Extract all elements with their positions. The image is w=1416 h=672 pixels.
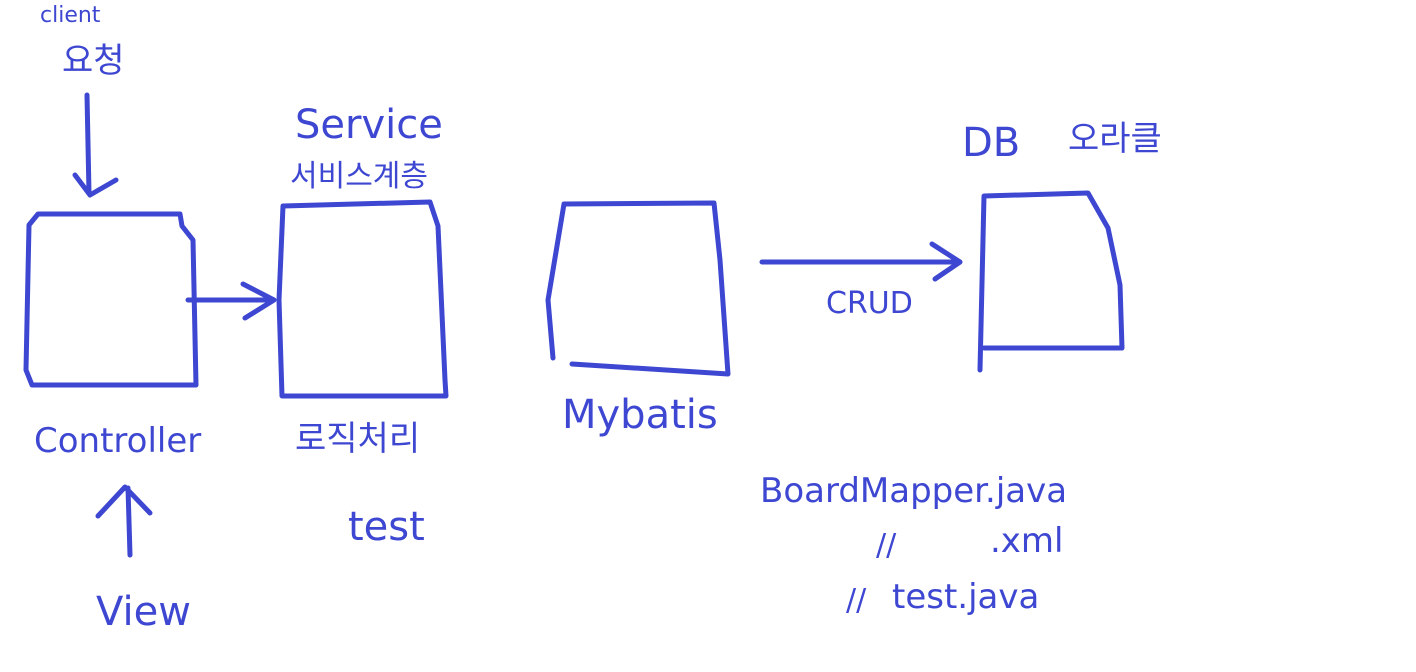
controller-label: Controller (34, 421, 201, 461)
view-label: View (96, 589, 191, 635)
client-to-controller-arrow (72, 92, 119, 198)
mapper-ditto-1: // (876, 528, 897, 563)
mapper-ditto-2: // (846, 583, 867, 618)
service-box (276, 199, 449, 399)
mybatis-to-db-arrow (759, 241, 963, 282)
request-label: 요청 (62, 41, 125, 81)
mybatis-box (545, 200, 731, 377)
controller-to-service-arrow (185, 281, 277, 321)
mapper-test-java-label: test.java (892, 577, 1039, 617)
logic-label: 로직처리 (295, 419, 420, 459)
view-to-controller-arrow (95, 484, 153, 558)
mybatis-label: Mybatis (562, 392, 718, 438)
mapper-java-label: BoardMapper.java (760, 471, 1067, 511)
mapper-xml-label: .xml (990, 521, 1064, 561)
service-title: Service (295, 102, 443, 148)
client-label: client (40, 3, 101, 28)
db-label: DB (962, 120, 1020, 166)
db-box (977, 190, 1125, 373)
db-vendor-label: 오라클 (1068, 119, 1162, 159)
controller-box (23, 211, 199, 388)
service-subtitle: 서비스계층 (290, 159, 428, 194)
logic-test-label: test (348, 504, 425, 550)
crud-label: CRUD (826, 286, 913, 321)
